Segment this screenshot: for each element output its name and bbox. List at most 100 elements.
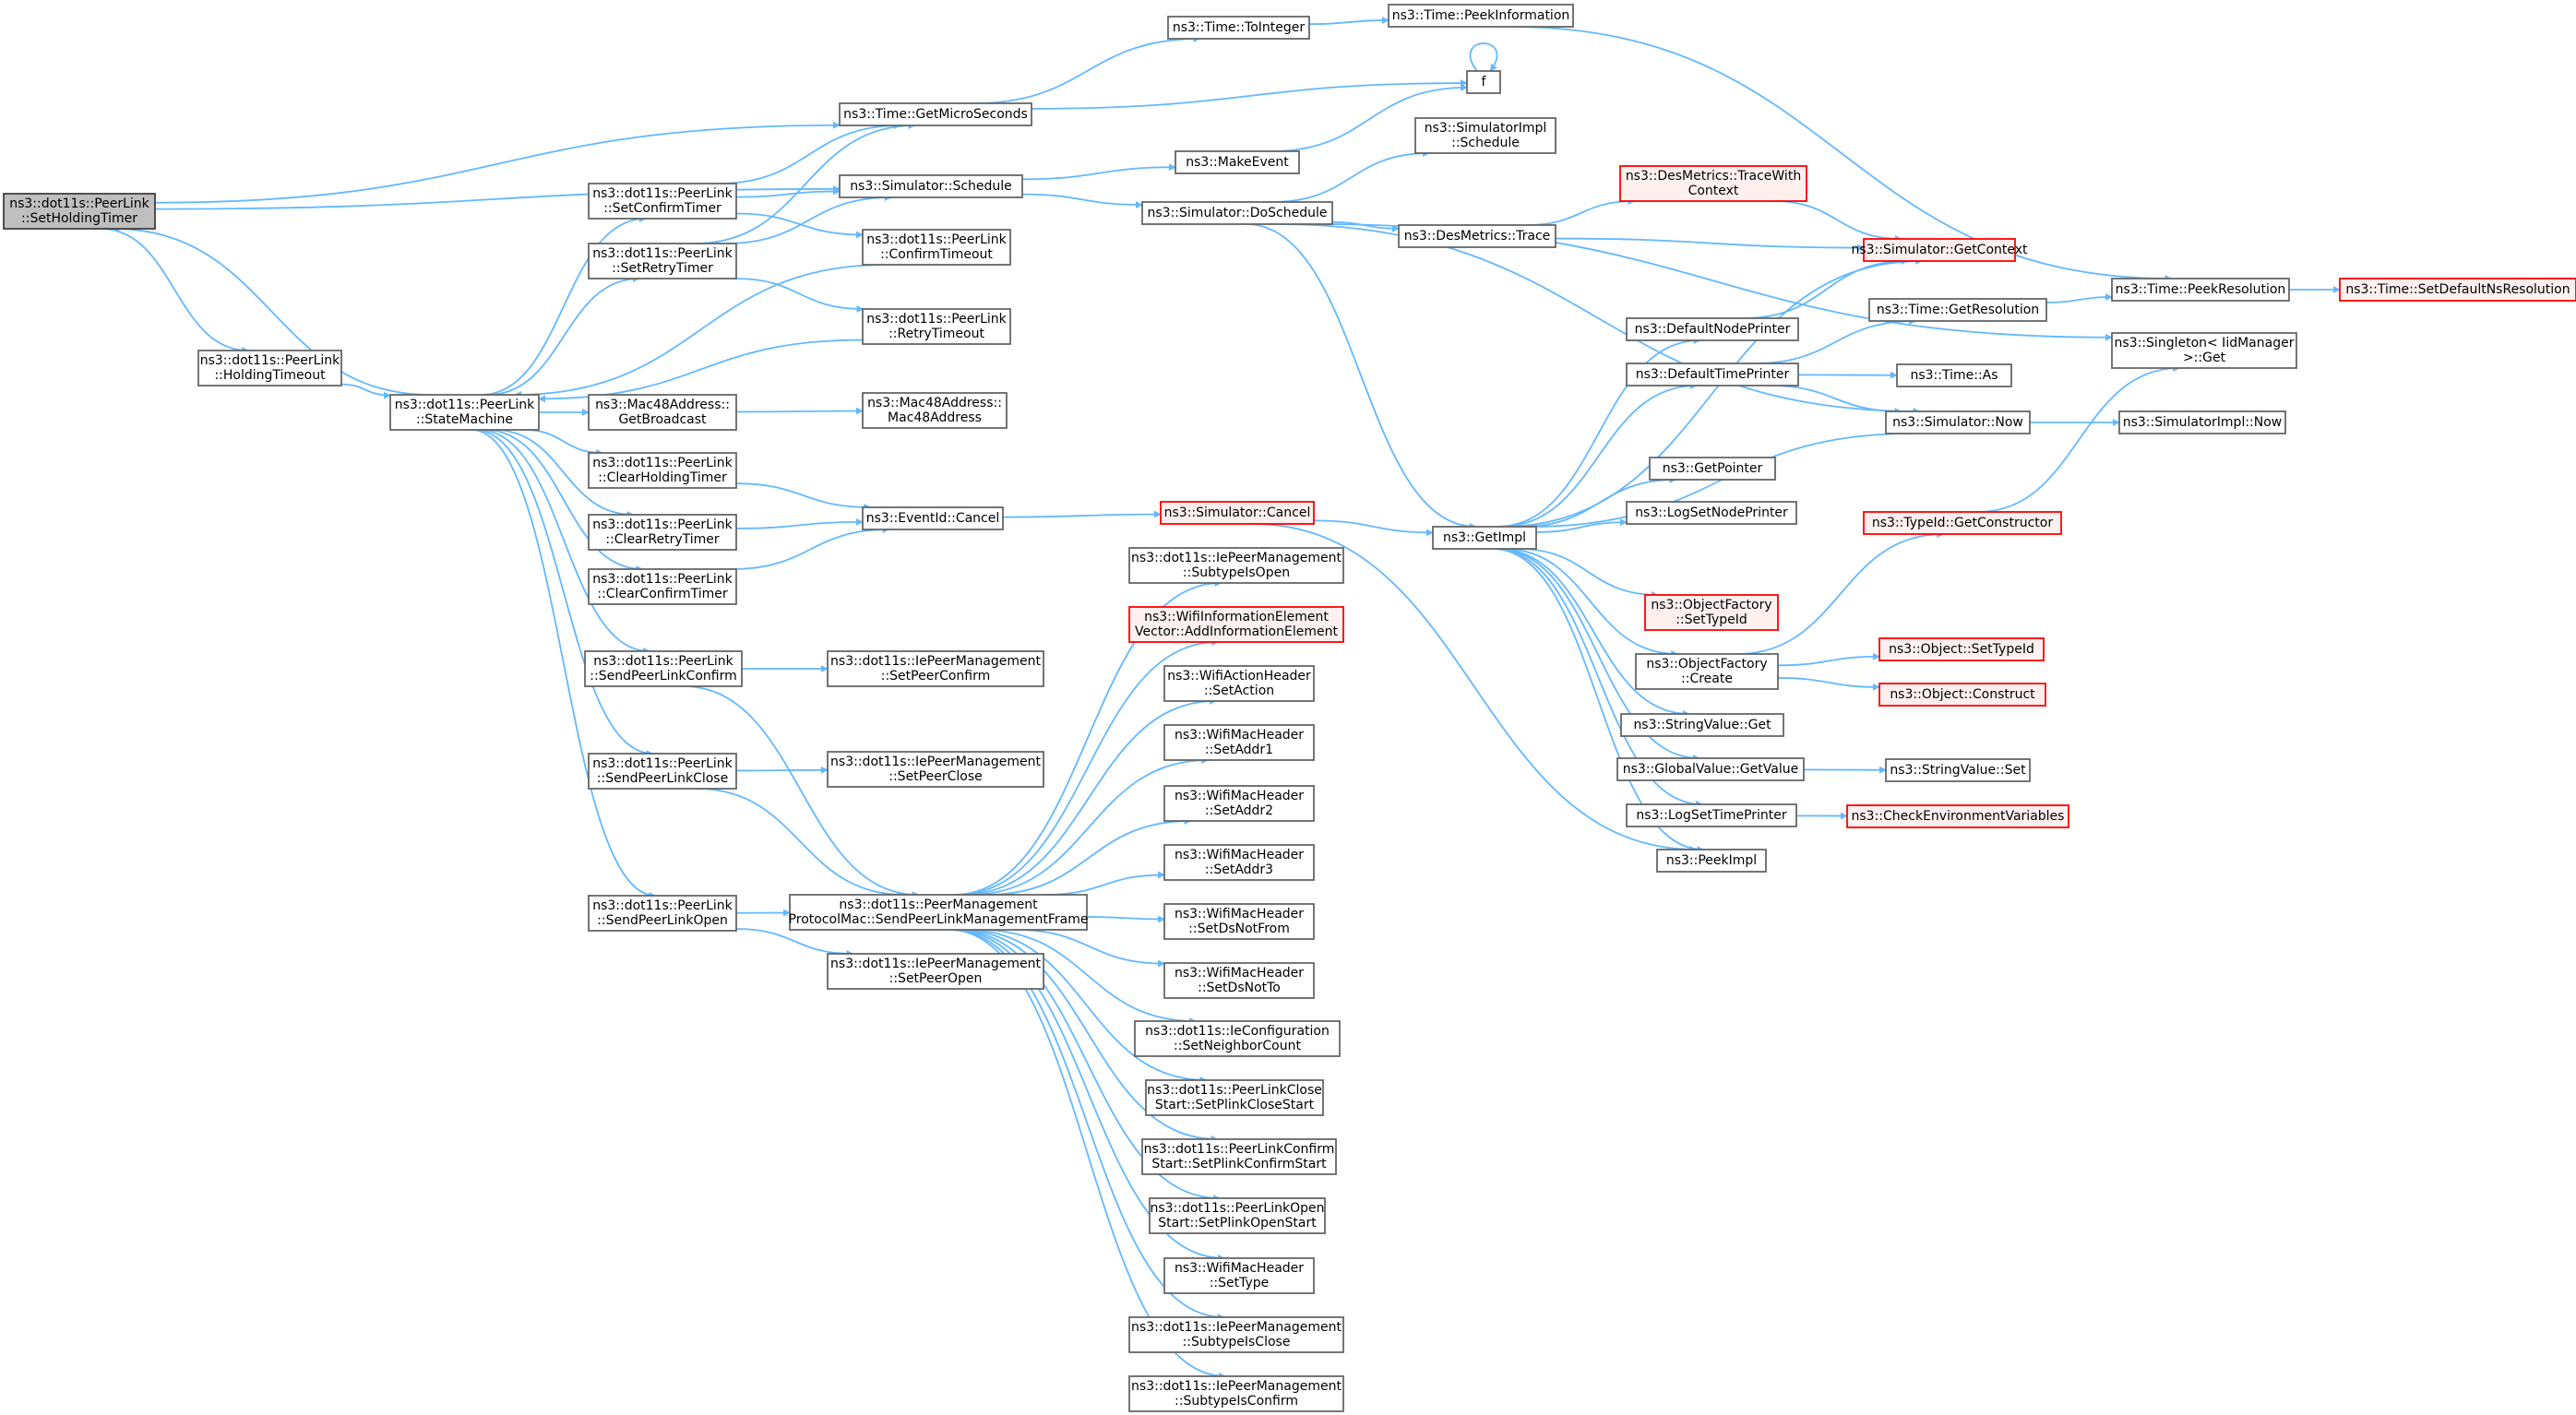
node-setDsNotTo[interactable]: ns3::WifiMacHeader::SetDsNotTo: [1163, 962, 1315, 999]
node-label: ns3::WifiActionHeader: [1167, 669, 1311, 684]
node-timePeekResolution[interactable]: ns3::Time::PeekResolution: [2111, 278, 2290, 302]
node-sendMgmtFrame[interactable]: ns3::dot11s::PeerManagementProtocolMac::…: [789, 894, 1089, 931]
node-confirmTimeout[interactable]: ns3::dot11s::PeerLink::ConfirmTimeout: [862, 229, 1011, 266]
node-setPeerConfirm[interactable]: ns3::dot11s::IePeerManagement::SetPeerCo…: [827, 650, 1044, 687]
node-simCancel[interactable]: ns3::Simulator::Cancel: [1160, 501, 1315, 525]
node-peekInformation[interactable]: ns3::Time::PeekInformation: [1388, 4, 1574, 28]
node-timeAs[interactable]: ns3::Time::As: [1896, 363, 2012, 387]
node-label: ns3::dot11s::PeerLink: [9, 196, 149, 211]
node-subtypeIsConfirm[interactable]: ns3::dot11s::IePeerManagement::SubtypeIs…: [1128, 1375, 1344, 1412]
node-subtypeIsClose[interactable]: ns3::dot11s::IePeerManagement::SubtypeIs…: [1128, 1316, 1344, 1353]
node-setPlinkCloseStart[interactable]: ns3::dot11s::PeerLinkCloseStart::SetPlin…: [1145, 1079, 1324, 1116]
node-singletonGet[interactable]: ns3::Singleton< IidManager>::Get: [2111, 332, 2297, 369]
node-setConfirmTimer[interactable]: ns3::dot11s::PeerLink::SetConfirmTimer: [588, 183, 737, 220]
node-setAction[interactable]: ns3::WifiActionHeader::SetAction: [1163, 665, 1315, 702]
edge-line: [735, 482, 872, 511]
node-desMetricsTrace[interactable]: ns3::DesMetrics::Trace: [1398, 224, 1556, 248]
node-clearConfirmTimer[interactable]: ns3::dot11s::PeerLink::ClearConfirmTimer: [588, 568, 737, 605]
node-eventIdCancel[interactable]: ns3::EventId::Cancel: [862, 506, 1004, 530]
node-objectSetTypeId[interactable]: ns3::Object::SetTypeId: [1878, 637, 2045, 661]
edge-line: [478, 429, 651, 655]
node-setAddr3[interactable]: ns3::WifiMacHeader::SetAddr3: [1163, 844, 1315, 881]
node-logSetTimePrinter[interactable]: ns3::LogSetTimePrinter: [1626, 803, 1797, 827]
node-label: Start::SetPlinkCloseStart: [1155, 1098, 1315, 1112]
node-mac48Ctor[interactable]: ns3::Mac48Address::Mac48Address: [862, 392, 1008, 429]
edge-line: [493, 429, 635, 518]
edge-simCancel-to-peekImpl: [1252, 523, 1698, 853]
edge-line: [2045, 293, 2113, 303]
node-typeIdGetConstructor[interactable]: ns3::TypeId::GetConstructor: [1863, 511, 2062, 535]
edge-line: [1777, 677, 1880, 691]
node-simNow[interactable]: ns3::Simulator::Now: [1885, 410, 2031, 434]
node-peekImpl[interactable]: ns3::PeekImpl: [1656, 849, 1767, 873]
node-stringValueGet[interactable]: ns3::StringValue::Get: [1620, 713, 1784, 737]
node-getImpl[interactable]: ns3::GetImpl: [1432, 526, 1537, 550]
node-setPeerOpen[interactable]: ns3::dot11s::IePeerManagement::SetPeerOp…: [827, 953, 1044, 990]
node-globalValueGetValue[interactable]: ns3::GlobalValue::GetValue: [1616, 757, 1805, 781]
node-subtypeIsOpen[interactable]: ns3::dot11s::IePeerManagement::SubtypeIs…: [1128, 547, 1344, 584]
node-stateMachine[interactable]: ns3::dot11s::PeerLink::StateMachine: [389, 394, 540, 431]
edge-stateMachine-to-setConfirmTimer: [481, 215, 648, 396]
node-box: [1626, 363, 1799, 386]
node-sendPeerLinkClose[interactable]: ns3::dot11s::PeerLink::SendPeerLinkClose: [588, 753, 737, 790]
edge-line: [1252, 523, 1698, 853]
node-setAddr1[interactable]: ns3::WifiMacHeader::SetAddr1: [1163, 724, 1315, 761]
node-label: ns3::dot11s::PeerLink: [592, 186, 733, 201]
node-setPeerClose[interactable]: ns3::dot11s::IePeerManagement::SetPeerCl…: [827, 751, 1044, 788]
node-objFactorySetTypeId[interactable]: ns3::ObjectFactory::SetTypeId: [1644, 594, 1779, 631]
edge-line: [735, 187, 841, 198]
edge-line: [979, 929, 1197, 1025]
node-defaultNodePrinter[interactable]: ns3::DefaultNodePrinter: [1626, 317, 1799, 341]
node-clearRetryTimer[interactable]: ns3::dot11s::PeerLink::ClearRetryTimer: [588, 514, 737, 551]
edge-line: [1555, 237, 1865, 252]
node-holdingTimeout[interactable]: ns3::dot11s::PeerLink::HoldingTimeout: [197, 350, 342, 386]
node-box: [1626, 501, 1797, 525]
node-setDsNotFrom[interactable]: ns3::WifiMacHeader::SetDsNotFrom: [1163, 903, 1315, 940]
node-sendPeerLinkOpen[interactable]: ns3::dot11s::PeerLink::SendPeerLinkOpen: [588, 895, 737, 932]
node-setAddr2[interactable]: ns3::WifiMacHeader::SetAddr2: [1163, 785, 1315, 822]
node-label: ns3::Simulator::DoSchedule: [1148, 206, 1328, 220]
node-label: GetBroadcast: [618, 412, 707, 427]
node-simImplSchedule[interactable]: ns3::SimulatorImpl::Schedule: [1414, 117, 1556, 154]
edge-line: [112, 225, 432, 396]
node-box: [1163, 1257, 1315, 1294]
edge-line: [969, 756, 1210, 896]
node-label: ns3::dot11s::PeerManagement: [839, 898, 1038, 912]
node-timeSetDefaultNsResolution[interactable]: ns3::Time::SetDefaultNsResolution: [2339, 278, 2576, 302]
node-timeGetResolution[interactable]: ns3::Time::GetResolution: [1868, 298, 2047, 322]
node-simDoSchedule[interactable]: ns3::Simulator::DoSchedule: [1141, 201, 1333, 225]
node-stringValueSet[interactable]: ns3::StringValue::Set: [1885, 758, 2031, 782]
node-getMicroSeconds[interactable]: ns3::Time::GetMicroSeconds: [839, 102, 1032, 126]
node-setPlinkConfirmStart[interactable]: ns3::dot11s::PeerLinkConfirmStart::SetPl…: [1141, 1138, 1337, 1175]
node-setRetryTimer[interactable]: ns3::dot11s::PeerLink::SetRetryTimer: [588, 243, 737, 279]
node-sendPeerLinkConfirm[interactable]: ns3::dot11s::PeerLink::SendPeerLinkConfi…: [584, 650, 743, 687]
node-mac48GetBroadcast[interactable]: ns3::Mac48Address::GetBroadcast: [588, 394, 737, 431]
node-addInfoElement[interactable]: ns3::WifiInformationElementVector::AddIn…: [1128, 606, 1344, 643]
edge-line: [471, 429, 657, 899]
node-clearHoldingTimer[interactable]: ns3::dot11s::PeerLink::ClearHoldingTimer: [588, 452, 737, 489]
node-checkEnvVars[interactable]: ns3::CheckEnvironmentVariables: [1846, 804, 2069, 828]
node-defaultTimePrinter[interactable]: ns3::DefaultTimePrinter: [1626, 363, 1799, 386]
edge-line: [538, 339, 864, 403]
node-label: ns3::dot11s::IePeerManagement: [830, 957, 1041, 971]
node-objFactoryCreate[interactable]: ns3::ObjectFactory::Create: [1635, 653, 1779, 690]
node-retryTimeout[interactable]: ns3::dot11s::PeerLink::RetryTimeout: [862, 308, 1011, 345]
edge-timeGetResolution-to-timePeekResolution: [2045, 293, 2113, 303]
node-simSchedule[interactable]: ns3::Simulator::Schedule: [839, 174, 1023, 198]
node-setPlinkOpenStart[interactable]: ns3::dot11s::PeerLinkOpenStart::SetPlink…: [1149, 1197, 1326, 1234]
edge-line: [953, 579, 1222, 896]
node-timeToInteger[interactable]: ns3::Time::ToInteger: [1167, 16, 1310, 40]
node-objectConstruct[interactable]: ns3::Object::Construct: [1878, 683, 2046, 707]
node-setNeighborCount[interactable]: ns3::dot11s::IeConfiguration::SetNeighbo…: [1134, 1020, 1341, 1057]
node-getPointer[interactable]: ns3::GetPointer: [1649, 457, 1776, 481]
node-setType[interactable]: ns3::WifiMacHeader::SetType: [1163, 1257, 1315, 1294]
node-box: [1863, 238, 2016, 262]
node-makeEvent[interactable]: ns3::MakeEvent: [1175, 150, 1300, 174]
node-simGetContext[interactable]: ns3::Simulator::GetContext: [1851, 238, 2028, 262]
node-root[interactable]: ns3::dot11s::PeerLink::SetHoldingTimer: [3, 193, 156, 230]
edge-line: [966, 929, 1208, 1084]
node-logSetNodePrinter[interactable]: ns3::LogSetNodePrinter: [1626, 501, 1797, 525]
node-f[interactable]: f: [1466, 70, 1501, 94]
node-simImplNow[interactable]: ns3::SimulatorImpl::Now: [2118, 410, 2286, 434]
